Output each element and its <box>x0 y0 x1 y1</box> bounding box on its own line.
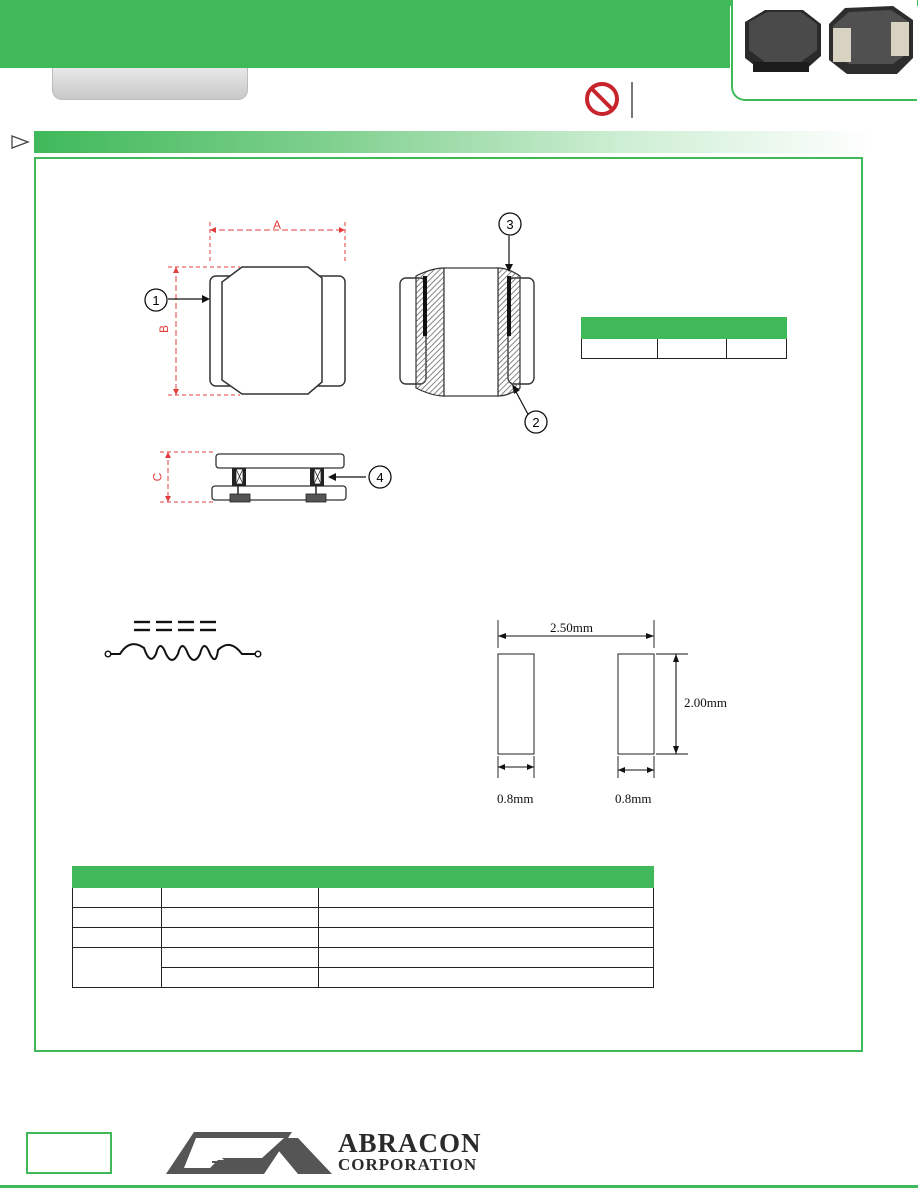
callout-2: 2 <box>524 410 548 434</box>
pitch-label: 2.50mm <box>550 620 593 635</box>
top-view-drawing <box>168 222 346 396</box>
table-row <box>72 907 654 928</box>
table-cell <box>72 947 162 988</box>
table-cell <box>161 947 319 968</box>
table-cell <box>72 887 162 908</box>
header-tab <box>52 68 248 100</box>
section-bullet-icon <box>11 135 30 149</box>
table-cell <box>318 907 654 928</box>
callout-4: 4 <box>368 465 392 489</box>
pad-left-width-label: 0.8mm <box>497 791 534 806</box>
header-band <box>0 0 730 68</box>
logo-line-1: ABRACON <box>338 1128 482 1158</box>
table-row <box>72 947 654 988</box>
dim-label-c: C <box>150 472 165 482</box>
table-cell <box>161 907 319 928</box>
materials-table-header-cell <box>72 866 162 888</box>
section-bar <box>34 131 874 153</box>
page-number-box <box>26 1132 112 1174</box>
table-cell <box>726 338 787 359</box>
product-photo <box>745 6 913 74</box>
content-frame <box>34 157 863 1052</box>
table-cell <box>318 967 654 988</box>
table-cell <box>318 927 654 948</box>
materials-table-header-cell <box>318 866 654 888</box>
inductor-symbol-icon <box>104 620 262 661</box>
table-cell <box>72 907 162 928</box>
callout-3: 3 <box>498 212 522 236</box>
materials-table-header <box>72 866 654 888</box>
pad-right-width-label: 0.8mm <box>615 791 652 806</box>
product-photo-box <box>731 0 917 101</box>
logo-line-2: CORPORATION <box>338 1155 478 1174</box>
table-cell <box>161 887 319 908</box>
table-cell <box>161 927 319 948</box>
materials-table-header-cell <box>161 866 319 888</box>
dim-label-a: A <box>273 218 282 232</box>
table-cell <box>656 338 728 359</box>
table-row <box>73 967 654 988</box>
footer-line <box>0 1185 918 1188</box>
table-cell <box>72 927 162 948</box>
winding-view-drawing <box>399 236 535 419</box>
pad-height-label: 2.00mm <box>684 695 727 710</box>
table-cell <box>161 967 319 988</box>
dimension-table <box>581 317 787 359</box>
svg-text:3: 3 <box>506 217 513 232</box>
materials-table <box>72 866 654 988</box>
table-cell <box>318 887 654 908</box>
dimension-table-header-cell <box>656 317 728 339</box>
dim-label-b: B <box>157 324 172 334</box>
dimension-table-header <box>581 317 787 339</box>
table-row <box>72 927 654 948</box>
table-row <box>581 338 787 359</box>
dimension-table-header-cell <box>726 317 787 339</box>
callout-1: 1 <box>144 288 168 312</box>
dimension-table-header-cell <box>581 317 658 339</box>
svg-text:2: 2 <box>532 415 539 430</box>
abracon-logo-icon <box>166 1132 332 1174</box>
svg-text:1: 1 <box>152 293 159 308</box>
table-row <box>72 887 654 908</box>
table-cell <box>318 947 654 968</box>
land-pattern-drawing <box>497 620 688 778</box>
prohibited-icon <box>585 82 633 118</box>
svg-text:4: 4 <box>376 470 383 485</box>
table-cell <box>581 338 658 359</box>
front-view-drawing <box>160 451 366 503</box>
